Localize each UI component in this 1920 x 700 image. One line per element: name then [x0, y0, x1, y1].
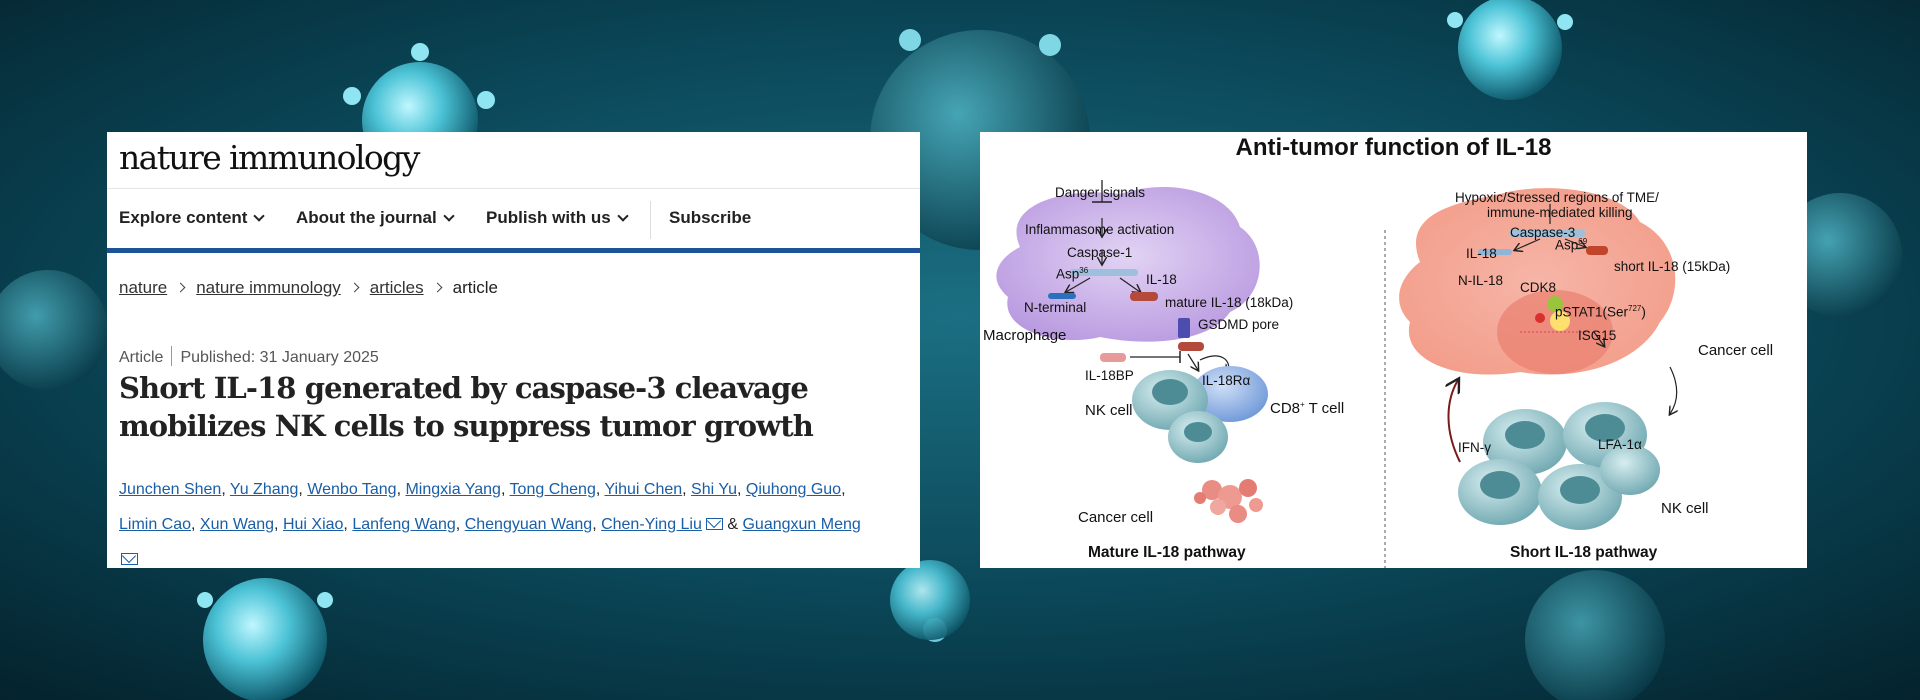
label-mature-il-18: mature IL-18 (18kDa): [1165, 295, 1294, 310]
article-type: Article: [119, 349, 164, 366]
label-pstat: pSTAT1(Ser: [1555, 304, 1629, 320]
label-isg15: ISG15: [1578, 328, 1617, 343]
figure-panel: Anti-tumor function of IL-18 Danger sign…: [980, 132, 1807, 568]
virus-particle-icon: [1778, 193, 1902, 317]
macrophage-cell: [996, 186, 1260, 342]
author-link[interactable]: Yu Zhang: [229, 481, 299, 498]
author-link[interactable]: Mingxia Yang: [405, 481, 501, 498]
virus-particle-icon: [1525, 570, 1665, 700]
nav-subscribe[interactable]: Subscribe: [669, 208, 752, 227]
journal-logo[interactable]: nature immunology: [119, 138, 420, 177]
label-il-18: IL-18: [1146, 272, 1177, 287]
label-pstat-sup: 727: [1628, 304, 1642, 313]
article-panel: nature immunology Explore content About …: [107, 132, 920, 568]
label-il-18ra: IL-18Rα: [1202, 373, 1251, 388]
author-link[interactable]: Qiuhong Guo: [745, 481, 842, 498]
chevron-down-icon: [443, 210, 455, 222]
author-link[interactable]: Hui Xiao: [282, 516, 344, 533]
label-nk-cell: NK cell: [1085, 402, 1133, 419]
label-asp: Asp: [1056, 266, 1080, 282]
author-link[interactable]: Limin Cao: [119, 516, 192, 533]
chevron-right-icon: [432, 282, 443, 293]
label-ifn-gamma: IFN-γ: [1458, 440, 1491, 455]
article-meta: Article Published: 31 January 2025: [119, 342, 379, 367]
author-link[interactable]: Lanfeng Wang: [352, 516, 456, 533]
nav-explore-content[interactable]: Explore content: [119, 208, 266, 228]
label-il-18: IL-18: [1466, 246, 1497, 261]
label-asp-sup: 36: [1079, 266, 1089, 275]
label-n-terminal: N-terminal: [1024, 300, 1087, 315]
breadcrumb: nature nature immunology articles article: [119, 278, 498, 298]
breadcrumb-current: article: [452, 278, 498, 297]
author-link[interactable]: Xun Wang: [199, 516, 275, 533]
meta-divider: [171, 346, 173, 366]
virus-particle-icon: [0, 270, 108, 390]
masthead: nature immunology: [107, 132, 920, 189]
label-asp: Asp: [1555, 237, 1579, 253]
article-title: Short IL-18 generated by caspase-3 cleav…: [119, 371, 814, 443]
author-link[interactable]: Yihui Chen: [604, 481, 683, 498]
chevron-down-icon: [253, 210, 266, 222]
label-cd8-sup: +: [1300, 400, 1305, 409]
email-icon[interactable]: [121, 553, 138, 565]
label-cdk8: CDK8: [1520, 280, 1557, 295]
virus-particle-icon: [890, 560, 970, 640]
label-asp-sup: 69: [1578, 237, 1588, 246]
breadcrumb-articles[interactable]: articles: [369, 278, 424, 297]
label-danger-signals: Danger signals: [1055, 185, 1146, 200]
virus-particle-icon: [1447, 0, 1573, 100]
chevron-right-icon: [349, 282, 360, 293]
nav-label: Explore content: [119, 208, 248, 227]
breadcrumb-nature-immunology[interactable]: nature immunology: [196, 278, 341, 297]
nav-divider: [650, 201, 651, 239]
email-icon[interactable]: [705, 518, 723, 530]
author-link[interactable]: Wenbo Tang: [307, 481, 397, 498]
publish-date: Published: 31 January 2025: [180, 349, 379, 366]
figure-title: Anti-tumor function of IL-18: [1235, 134, 1552, 161]
label-pstat-tail: ): [1641, 304, 1646, 320]
label-hypoxic-line1: Hypoxic/Stressed regions of TME/: [1455, 190, 1659, 205]
virus-particle-icon: [197, 578, 333, 700]
label-il-18bp: IL-18BP: [1085, 368, 1134, 383]
author-and: &: [727, 516, 739, 533]
label-asp36: Asp36: [1056, 266, 1088, 282]
nav-label: About the journal: [296, 208, 437, 227]
label-mature-pathway: Mature IL-18 pathway: [1088, 544, 1246, 561]
nav-bar: Explore content About the journal Publis…: [107, 189, 920, 253]
nav-about-journal[interactable]: About the journal: [296, 208, 455, 228]
label-gsdmd-pore: GSDMD pore: [1198, 317, 1280, 332]
author-link[interactable]: Shi Yu: [691, 481, 737, 498]
label-cd8-t-cell: CD8+ T cell: [1270, 400, 1344, 417]
cancer-cell-debris: [1194, 479, 1263, 523]
label-caspase-3: Caspase-3: [1510, 225, 1576, 240]
label-cancer-cell: Cancer cell: [1698, 342, 1774, 359]
author-link[interactable]: Chengyuan Wang: [464, 516, 593, 533]
label-t-cell: T cell: [1308, 400, 1345, 417]
label-nk-cell: NK cell: [1661, 500, 1709, 517]
nav-publish-with-us[interactable]: Publish with us: [486, 208, 629, 228]
author-link[interactable]: Guangxun Meng: [742, 516, 861, 533]
label-asp69: Asp69: [1555, 237, 1587, 253]
author-link[interactable]: Tong Cheng: [509, 481, 596, 498]
chevron-down-icon: [617, 210, 629, 222]
label-hypoxic-line2: immune-mediated killing: [1487, 205, 1633, 220]
label-short-pathway: Short IL-18 pathway: [1510, 544, 1658, 561]
author-link[interactable]: Chen-Ying Liu: [601, 516, 702, 533]
breadcrumb-nature[interactable]: nature: [119, 278, 168, 297]
label-n-il-18: N-IL-18: [1458, 273, 1504, 288]
label-macrophage: Macrophage: [983, 327, 1067, 344]
label-caspase-1: Caspase-1: [1067, 245, 1133, 260]
pathway-illustration: [996, 180, 1807, 568]
label-short-il-18: short IL-18 (15kDa): [1614, 259, 1731, 274]
nav-label: Publish with us: [486, 208, 611, 227]
label-cd8: CD8: [1270, 400, 1301, 417]
chevron-right-icon: [175, 282, 186, 293]
author-link[interactable]: Junchen Shen: [119, 481, 222, 498]
label-cancer-cell: Cancer cell: [1078, 509, 1154, 526]
label-pstat1: pSTAT1(Ser727): [1555, 304, 1646, 320]
author-list: Junchen Shen, Yu Zhang, Wenbo Tang, Ming…: [119, 472, 919, 568]
label-inflammasome: Inflammasome activation: [1025, 222, 1175, 237]
label-lfa-1a: LFA-1α: [1598, 437, 1642, 452]
